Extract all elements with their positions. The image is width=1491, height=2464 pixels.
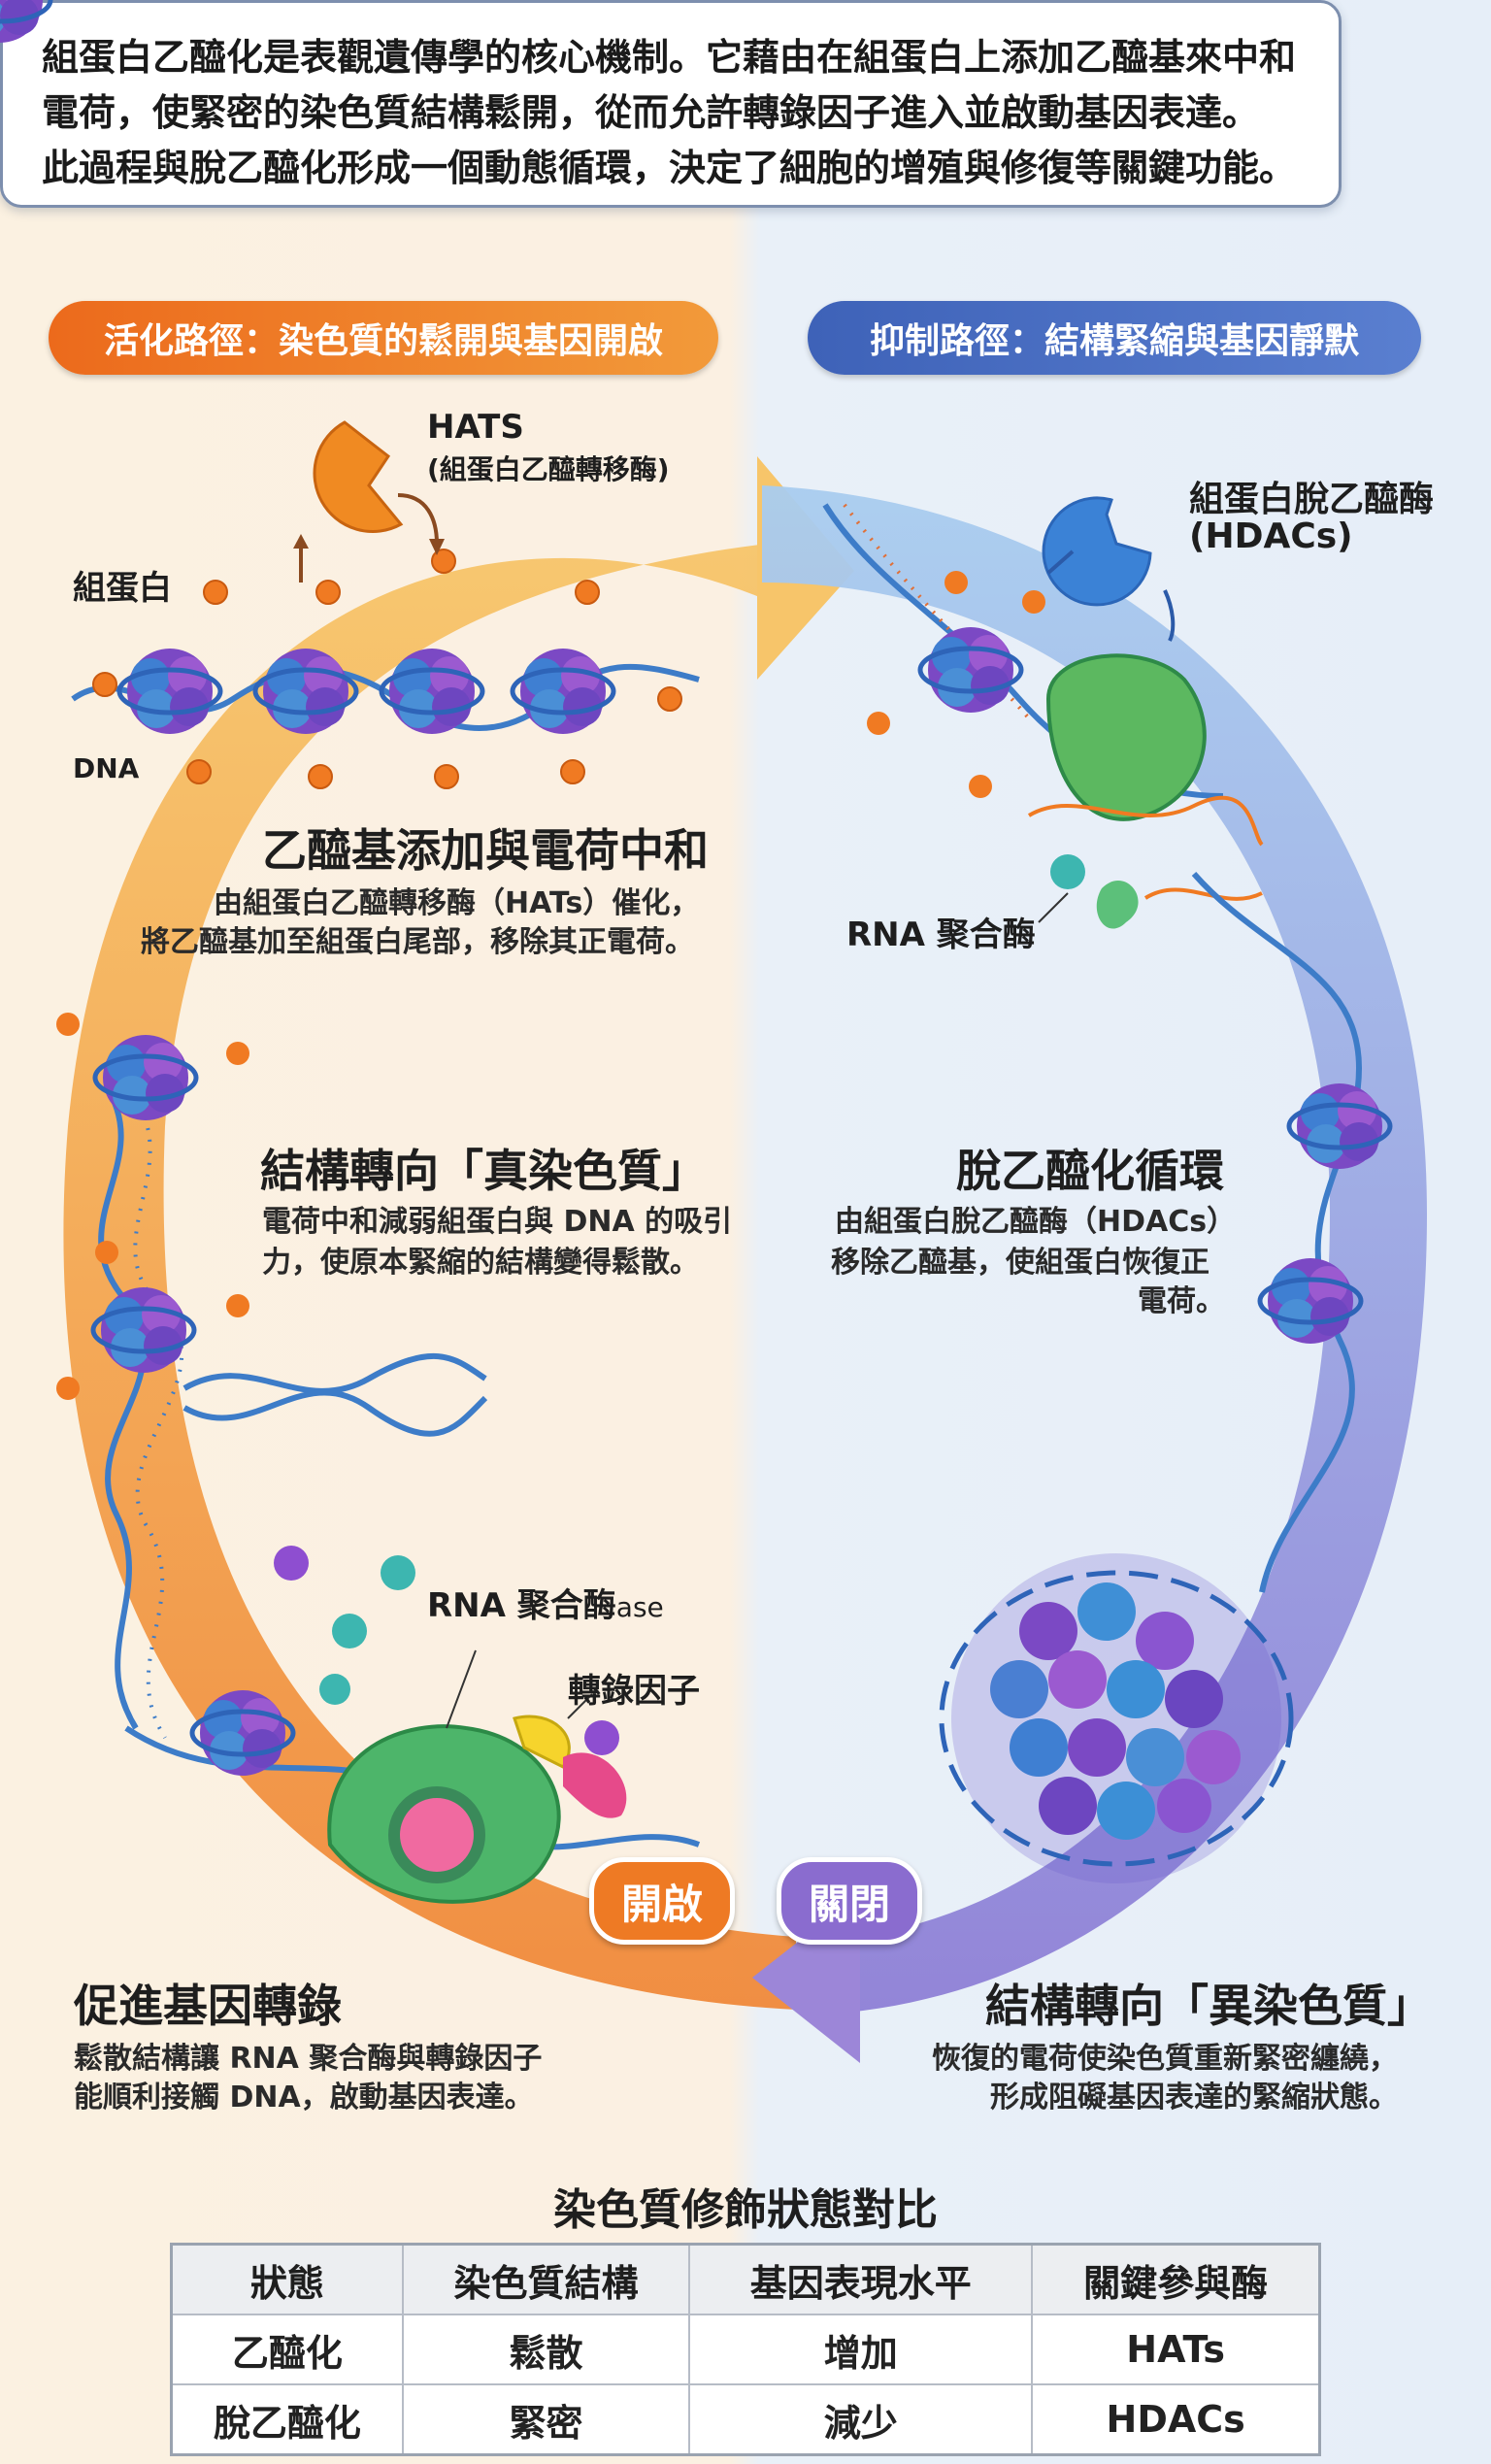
acetylation-step-desc-1: 由組蛋白乙醯轉移酶（HATs）催化， (214, 886, 700, 920)
intro-line-3: 此過程與脫乙醯化形成一個動態循環，決定了細胞的增殖與修復等關鍵功能。 (42, 147, 1297, 189)
table-header-row: 狀態 染色質結構 基因表現水平 關鍵參與酶 (170, 2243, 1321, 2315)
table-row: 乙醯化 鬆散 增加 HATs (170, 2314, 1321, 2385)
table-cell: HDACs (1031, 2383, 1321, 2456)
euchromatin-step-desc-2: 力，使原本緊縮的結構變得鬆散。 (262, 1246, 699, 1280)
table-header: 關鍵參與酶 (1031, 2243, 1321, 2315)
table-header: 基因表現水平 (688, 2243, 1034, 2315)
histone-label: 組蛋白 (73, 569, 172, 608)
table-cell: 增加 (688, 2314, 1034, 2385)
activation-pathway-header: 活化路徑：染色質的鬆開與基因開啟 (49, 301, 718, 375)
acetylation-step-desc-2: 將乙醯基加至組蛋白尾部，移除其正電荷。 (141, 925, 694, 959)
condensing-chromatin (1191, 872, 1390, 1593)
table-cell: HATs (1031, 2314, 1321, 2385)
transcription-step-title: 促進基因轉錄 (74, 1980, 342, 2032)
repression-pathway-header: 抑制路徑：結構緊縮與基因靜默 (808, 301, 1421, 375)
heterochromatin-step-desc-1: 恢復的電荷使染色質重新緊密纏繞， (932, 2042, 1398, 2076)
table-cell: 緊密 (401, 2383, 691, 2456)
hats-label: HATS (427, 408, 524, 447)
open-badge: 開啟 (589, 1857, 735, 1945)
table-cell: 脫乙醯化 (170, 2383, 404, 2456)
deacetylation-step-desc-1: 由組蛋白脫乙醯酶（HDACs） (835, 1205, 1237, 1239)
table-cell: 鬆散 (401, 2314, 691, 2385)
table-header: 狀態 (170, 2243, 404, 2315)
deacetylation-step-desc-2: 移除乙醯基，使組蛋白恢復正 (831, 1246, 1209, 1280)
table-cell: 減少 (688, 2383, 1034, 2456)
comparison-table: 狀態 染色質結構 基因表現水平 關鍵參與酶 乙醯化 鬆散 增加 HATs 脫乙醯… (170, 2243, 1321, 2456)
transcription-step-desc-1: 鬆散結構讓 RNA 聚合酶與轉錄因子 (74, 2042, 543, 2076)
heterochromatin-step-title: 結構轉向「異染色質」 (985, 1980, 1432, 2032)
hdac-label-2: (HDACs) (1189, 516, 1353, 556)
euchromatin-step-title: 結構轉向「真染色質」 (260, 1145, 707, 1197)
intro-box: 組蛋白乙醯化是表觀遺傳學的核心機制。它藉由在組蛋白上添加乙醯基來中和 電荷，使緊… (0, 0, 1342, 208)
rna-polymerase-label-right: RNA 聚合酶 (846, 916, 1036, 954)
rna-polymerase-suffix: ase (615, 1591, 664, 1623)
rna-polymerase-text: RNA 聚合酶 (427, 1586, 616, 1625)
acetylation-step-title: 乙醯基添加與電荷中和 (262, 824, 709, 877)
closed-badge: 關閉 (777, 1857, 922, 1945)
heterochromatin-cluster (939, 1553, 1294, 1883)
rna-polymerase-label-left: RNA 聚合酶ase (427, 1579, 664, 1626)
dna-label: DNA (73, 752, 140, 784)
hats-enzyme-icon (293, 420, 445, 583)
acetylated-nucleosome-row (0, 0, 700, 789)
hdac-nucleosome (822, 496, 1264, 929)
transcription-step-desc-2: 能順利接觸 DNA，啟動基因表達。 (74, 2081, 534, 2114)
deacetylation-step-desc-3: 電荷。 (1138, 1284, 1225, 1318)
transcription-factor-label: 轉錄因子 (568, 1672, 700, 1711)
table-cell: 乙醯化 (170, 2314, 404, 2385)
table-header: 染色質結構 (401, 2243, 691, 2315)
hdac-label-1: 組蛋白脫乙醯酶 (1189, 480, 1435, 519)
intro-line-1: 組蛋白乙醯化是表觀遺傳學的核心機制。它藉由在組蛋白上添加乙醯基來中和 (42, 36, 1297, 79)
table-row: 脫乙醯化 緊密 減少 HDACs (170, 2383, 1321, 2456)
intro-line-2: 電荷，使緊密的染色質結構鬆開，從而允許轉錄因子進入並啟動基因表達。 (42, 91, 1260, 134)
nucleosome (0, 0, 53, 43)
hats-sub-label: (組蛋白乙醯轉移酶) (427, 453, 670, 485)
loosening-chromatin (56, 1013, 488, 1740)
rna-polymerase-complex (124, 1546, 701, 1904)
euchromatin-step-desc-1: 電荷中和減弱組蛋白與 DNA 的吸引 (262, 1205, 733, 1239)
deacetylation-step-title: 脫乙醯化循環 (956, 1145, 1224, 1197)
comparison-table-title: 染色質修飾狀態對比 (553, 2185, 938, 2235)
heterochromatin-step-desc-2: 形成阻礙基因表達的緊縮狀態。 (990, 2081, 1398, 2114)
